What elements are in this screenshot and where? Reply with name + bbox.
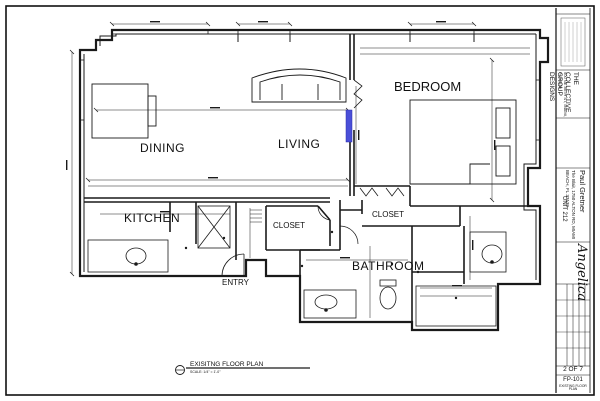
- room-label-bedroom: BEDROOM: [394, 79, 462, 94]
- sofa: [251, 68, 347, 103]
- room-label-bathroom: BATHROOM: [352, 259, 425, 273]
- entry-door-swing: [221, 253, 245, 277]
- room-label-entry: ENTRY: [222, 278, 249, 287]
- client-name: Paul Gretner: [578, 170, 587, 213]
- copyright-stamp: [560, 17, 586, 67]
- living-window-accent: [345, 109, 353, 143]
- fixture-marks: [134, 230, 494, 312]
- view-title: EXISITNG FLOOR PLAN: [190, 361, 264, 368]
- dimension-ticks: [69, 21, 495, 277]
- bathroom-fixtures: [303, 231, 507, 327]
- sheet-title: EXISTING FLOOR PLAN: [559, 384, 587, 392]
- view-scale: SCALE: 1/4" = 1'-0": [190, 370, 221, 374]
- wall-detail: [83, 33, 537, 280]
- closet-door-swings: [317, 205, 359, 245]
- sheet-border: [5, 5, 595, 396]
- room-label-dining: DINING: [140, 141, 185, 155]
- dimension-lines: [71, 23, 530, 318]
- room-label-living: LIVING: [278, 137, 321, 151]
- bed: [409, 99, 517, 185]
- title-block-frame: [555, 8, 591, 393]
- unit-number: UNIT 212: [561, 196, 567, 222]
- room-label-kitchen: KITCHEN: [124, 211, 181, 225]
- dining-table: [91, 83, 157, 139]
- view-title-symbol: [175, 365, 310, 375]
- bifold-doors: [353, 79, 405, 197]
- dimension-text-marks: [66, 21, 496, 287]
- exterior-walls: [78, 28, 550, 332]
- firm-address: 900 NE 86TH ST, MIAMI, FL 33138: [558, 72, 568, 117]
- stairs-hatch: [250, 209, 262, 223]
- kitchen-counters: [87, 205, 231, 273]
- interior-walls: [84, 34, 536, 322]
- sheet-number: FP-101: [563, 377, 583, 383]
- room-label-closet-2: CLOSET: [372, 210, 405, 219]
- room-label-closet-1: CLOSET: [273, 221, 306, 230]
- sheet-count: 2 OF 7: [563, 366, 583, 373]
- windows-top: [79, 29, 541, 141]
- designer-signature: Angelica: [574, 244, 589, 302]
